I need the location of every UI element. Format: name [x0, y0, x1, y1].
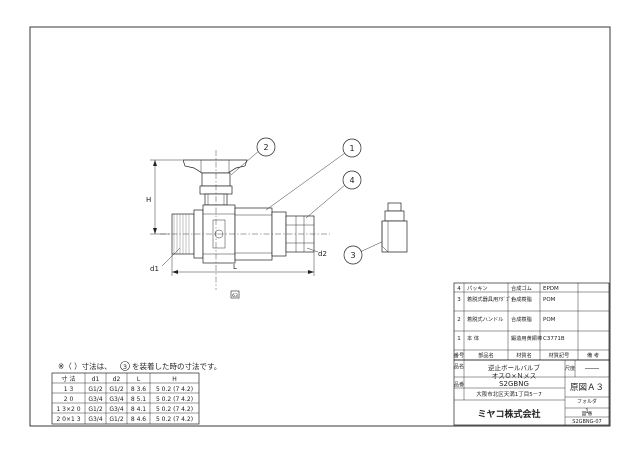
dim-table-cell: 2 0×1 3 [56, 416, 80, 423]
parts-row-material: 合成樹脂 [511, 295, 532, 303]
parts-row-no: 4 [457, 286, 461, 292]
dim-table-cell: 2 0 [64, 396, 74, 403]
balloon-4 [342, 170, 362, 190]
parts-row-name: 本 体 [467, 334, 480, 342]
parts-row-no: 3 [457, 297, 461, 303]
parts-header: 材質名 [516, 351, 532, 359]
title-scale-value: ―― [585, 364, 599, 372]
dim-table-cell: G1/2 [109, 386, 123, 393]
dim-table-cell: 5 0.2 (7 4.2) [156, 386, 193, 393]
note-text-1: ※（ ）寸法は、 [58, 361, 112, 371]
title-address: 大阪市北区天満1丁目5－7 [476, 390, 542, 398]
parts-header: 部品名 [478, 351, 494, 359]
dim-table-header: 寸 法 [62, 375, 76, 383]
parts-row-material: 合成ゴム [511, 284, 532, 292]
dim-h-label: H [146, 196, 151, 204]
dim-table-cell: 8 3.6 [131, 386, 146, 393]
dim-table-header: H [172, 376, 177, 383]
valve-drawing: H L d1 d2 63 [146, 150, 330, 299]
parts-row-mark: POM [543, 317, 556, 323]
dim-l-label: L [233, 263, 237, 271]
title-drawing-no: S2GBNG-07 [572, 419, 601, 425]
parts-row-mark: C3771B [543, 336, 565, 342]
dim-table-cell: 1 3×2 0 [56, 406, 80, 413]
parts-row-no: 2 [457, 317, 461, 323]
dim-table-cell: 5 0.2 (7 4.2) [156, 416, 193, 423]
parts-header: 備 考 [587, 351, 599, 359]
parts-row-no: 1 [457, 336, 461, 342]
title-model-label: 品番 [454, 381, 464, 388]
title-paper-size: 原図Ａ３ [570, 383, 604, 393]
dim-table-cell: G1/2 [109, 416, 123, 423]
dim-table-cell: G1/2 [88, 406, 102, 413]
title-folder-value: 1 [585, 408, 589, 415]
dim-table-cell: G3/4 [109, 396, 123, 403]
note-text-2: を装着した時の寸法です。 [132, 361, 221, 371]
dim-table-cell: G1/2 [88, 386, 102, 393]
wing-handle [182, 159, 248, 174]
dim-table-cell: G3/4 [88, 396, 102, 403]
balloon-3-text: 3 [350, 251, 355, 260]
dim-table-header: d2 [113, 376, 121, 383]
parts-row-mark: POM [543, 297, 556, 303]
dim-table-cell: G3/4 [109, 406, 123, 413]
dim-table-cell: 8 5.1 [131, 396, 146, 403]
balloon-2 [256, 137, 276, 157]
note-circled-3 [120, 361, 130, 371]
title-scale-label: 尺度 [565, 365, 575, 372]
title-name-line1: 逆止ボールバルブ [488, 363, 541, 372]
dim-table-cell: 5 0.2 (7 4.2) [156, 406, 193, 413]
dim-table-cell: 8 4.6 [131, 416, 146, 423]
dim-d2-label: d2 [318, 250, 327, 258]
dim-table-cell: 1 3 [64, 386, 74, 393]
dim-table-cell: G3/4 [88, 416, 102, 423]
title-name-label: 品名 [454, 363, 464, 370]
parts-row-name: 着脱式ハンドル [467, 315, 503, 323]
stamp-mark [230, 290, 240, 299]
dim-table-cell: 5 0.2 (7 4.2) [156, 396, 193, 403]
parts-row-name: パッキン [467, 285, 488, 292]
parts-row-material: 合成樹脂 [511, 315, 532, 323]
parts-row-name: 着脱式器具用ｱﾀﾞﾌﾟﾀｰ [467, 295, 517, 303]
title-folder-label: フォルダ [577, 398, 597, 405]
dim-table-header: d1 [92, 376, 100, 383]
note-circled-3-text: 3 [123, 363, 127, 371]
title-block: 品名 逆止ボールバルブ オスＯ×Ｎメス 尺度 ―― 品番 S2GBNG 原図Ａ３… [453, 359, 610, 426]
dim-table-cell: 8 4.1 [131, 406, 146, 413]
balloon-2-text: 2 [263, 143, 268, 152]
balloon-3 [343, 245, 363, 265]
sheet-border [29, 26, 611, 427]
adapter-part-drawing [381, 202, 408, 253]
balloon-1-text: 1 [349, 144, 354, 153]
parts-row-material: 鍛造用黄銅棒 [511, 334, 543, 342]
title-model: S2GBNG [499, 380, 529, 388]
title-company: ミヤコ株式会社 [477, 408, 540, 420]
dim-table-header: L [137, 376, 141, 383]
dim-d1-label: d1 [150, 265, 159, 273]
dimension-note: ※（ ）寸法は、 3 を装着した時の寸法です。 [58, 361, 221, 371]
stamp-mark-text: 63 [232, 293, 238, 299]
balloon-4-text: 4 [349, 176, 354, 185]
parts-header: 材質記号 [549, 351, 570, 359]
balloon-1 [342, 138, 362, 158]
parts-header: 番号 [454, 352, 464, 359]
parts-row-mark: EPDM [543, 286, 559, 292]
title-drawing-no-label: 図 番 [582, 410, 593, 417]
title-name-line2: オスＯ×Ｎメス [492, 372, 536, 380]
balloons: 2 1 4 3 [230, 137, 387, 265]
